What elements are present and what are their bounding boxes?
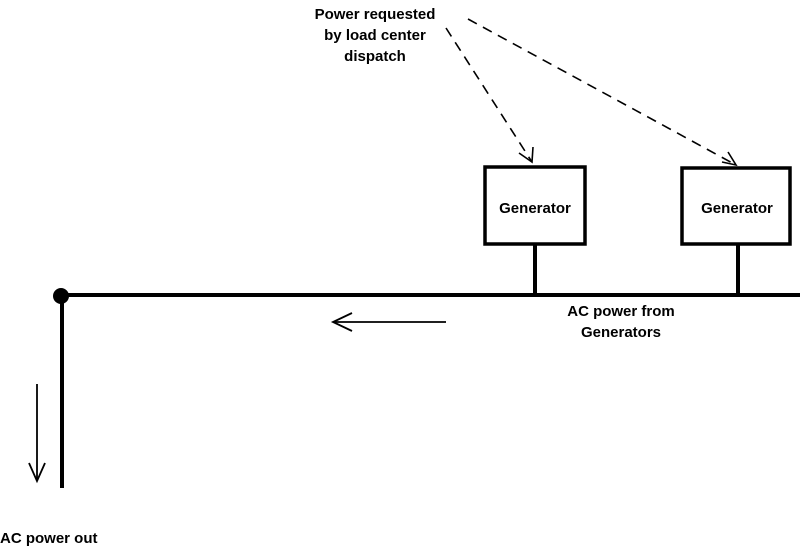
generator-2: Generator (680, 166, 792, 246)
generator-1: Generator (483, 165, 587, 246)
output-label: AC power out (0, 530, 98, 547)
dispatch-arrowhead-2 (721, 151, 738, 167)
bus-flow-arrow (330, 312, 446, 332)
output-flow-arrow (28, 384, 46, 484)
dispatch-arrowhead-1 (518, 146, 534, 164)
dispatch-signal-line-1 (445, 27, 533, 163)
generator-2-label: Generator (701, 200, 773, 217)
generator-2-box (680, 166, 792, 246)
bus-label-line2: Generators (581, 324, 661, 341)
bus-label-line1: AC power from (567, 303, 675, 320)
dispatch-label-line2: by load center (324, 27, 426, 44)
generator-1-label: Generator (499, 200, 571, 217)
dispatch-label-line3: dispatch (344, 48, 406, 65)
generator-1-box (483, 165, 587, 246)
dispatch-signal-line-2 (467, 18, 737, 166)
dispatch-label-line1: Power requested (315, 6, 436, 23)
